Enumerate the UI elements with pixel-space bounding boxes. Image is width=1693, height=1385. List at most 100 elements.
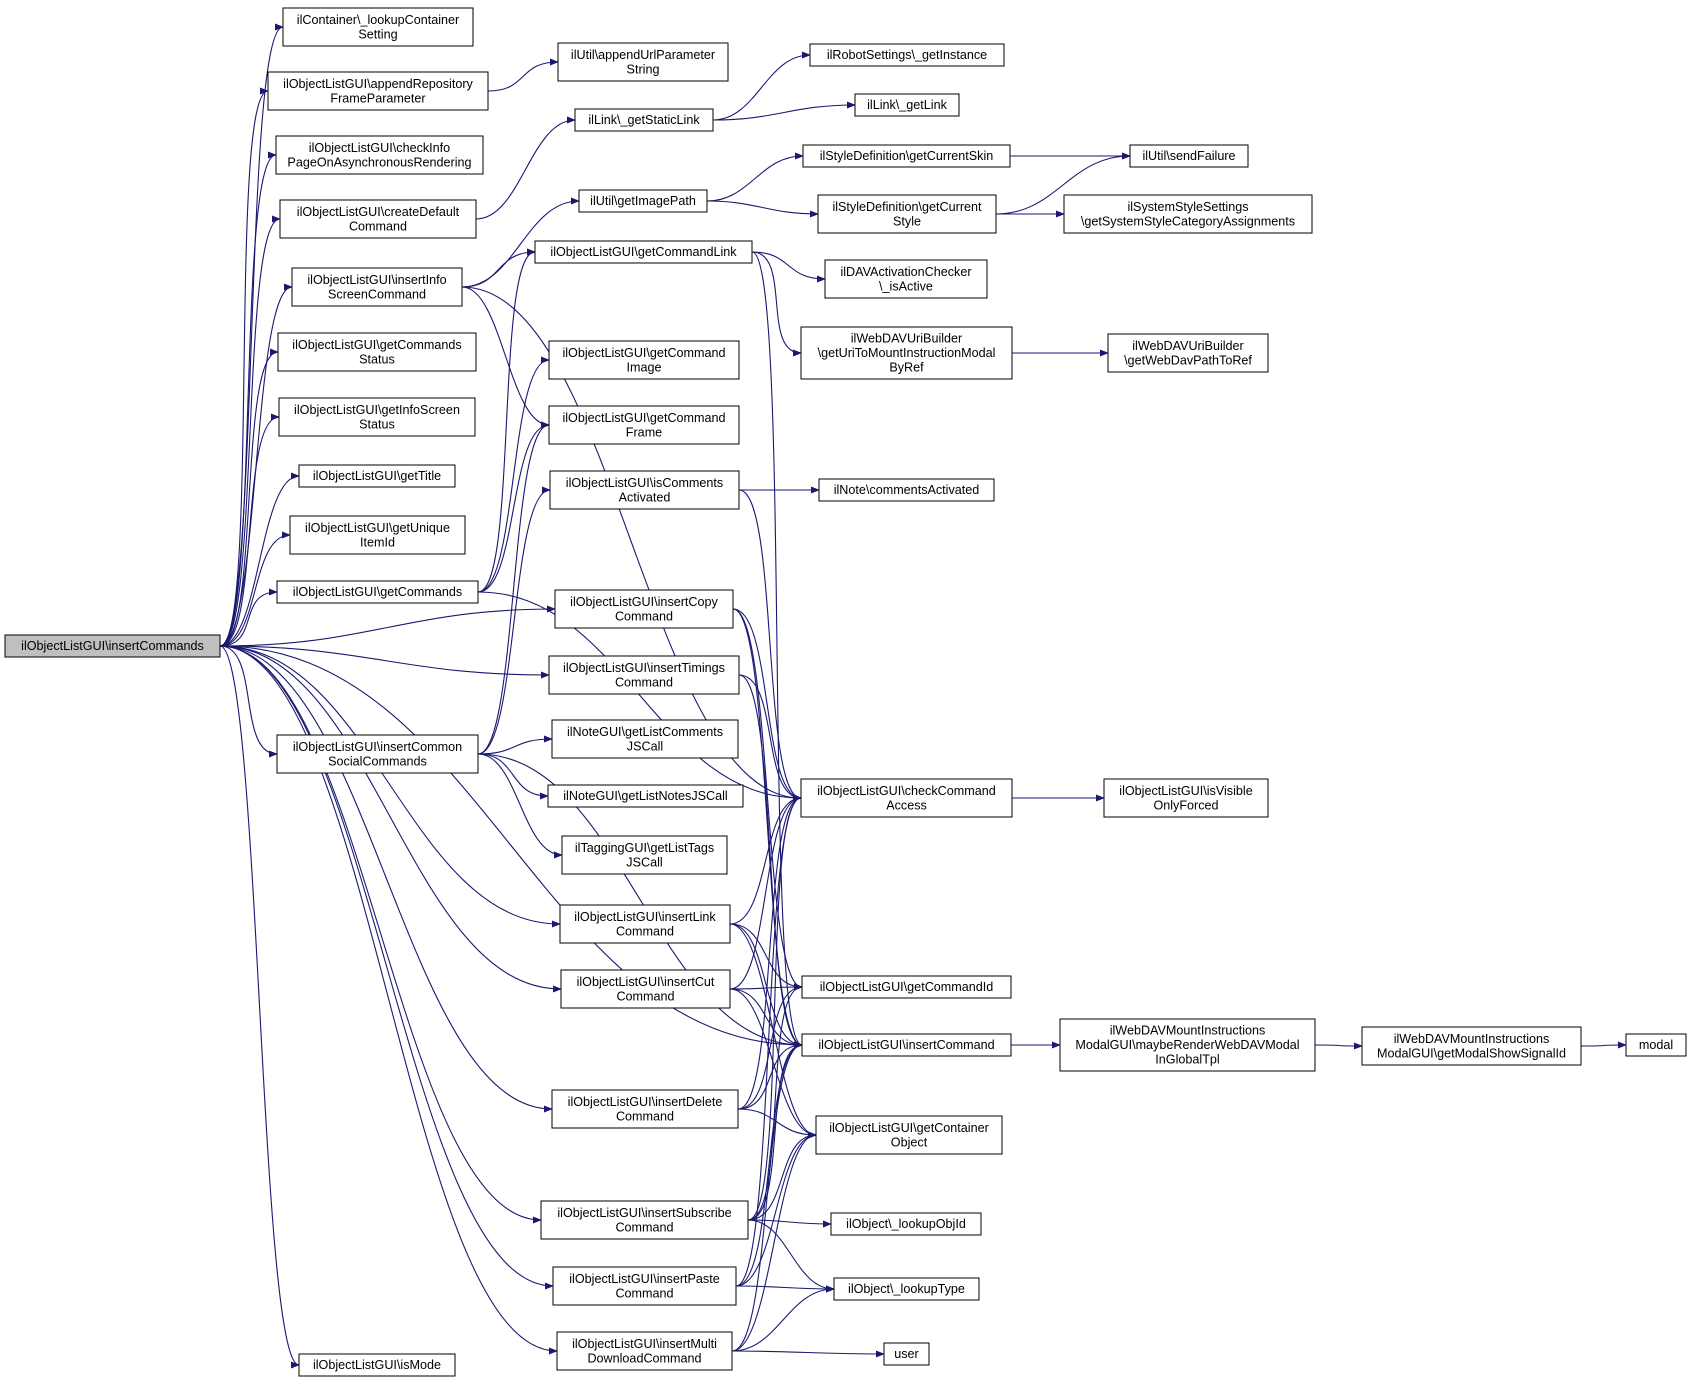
node-box: [824, 259, 988, 299]
node-box: [552, 1266, 737, 1306]
call-edge: [477, 753, 563, 859]
function-node[interactable]: ilSystemStyleSettings\getSystemStyleCate…: [1063, 194, 1313, 234]
call-edge: [219, 413, 280, 647]
function-node[interactable]: ilObjectListGUI\insertCommand: [801, 1033, 1012, 1057]
call-edge: [1580, 1041, 1627, 1049]
node-label: ilNoteGUI\getListComments: [567, 725, 723, 739]
node-box: [1361, 1026, 1582, 1066]
node-box: [548, 405, 740, 445]
function-node[interactable]: ilObjectListGUI\insertMultiDownloadComma…: [556, 1331, 733, 1371]
call-edge: [219, 605, 556, 647]
function-node[interactable]: modal: [1625, 1033, 1687, 1057]
function-node[interactable]: ilDAVActivationChecker\_isActive: [824, 259, 988, 299]
node-box: [549, 470, 740, 510]
node-label: JSCall: [626, 855, 662, 869]
node-label: FrameParameter: [330, 91, 425, 105]
call-edge: [219, 645, 553, 1113]
node-label: ilObjectListGUI\getUnique: [305, 521, 450, 535]
call-edge: [477, 356, 550, 593]
call-edge: [219, 151, 277, 647]
function-node[interactable]: ilUtil\getImagePath: [578, 189, 708, 213]
call-edge: [487, 58, 559, 92]
call-edge: [731, 1285, 835, 1352]
call-edge: [737, 794, 802, 1110]
node-label: ilUtil\getImagePath: [590, 194, 696, 208]
root-node[interactable]: ilObjectListGUI\insertCommands: [4, 634, 221, 658]
function-node[interactable]: ilObject\_lookupType: [833, 1277, 980, 1301]
node-label: ilStyleDefinition\getCurrent: [832, 200, 982, 214]
function-node[interactable]: ilWebDAVMountInstructionsModalGUI\getMod…: [1361, 1026, 1582, 1066]
node-box: [548, 655, 740, 695]
call-edge: [729, 983, 803, 991]
node-label: ilSystemStyleSettings: [1127, 200, 1248, 214]
function-node[interactable]: ilObjectListGUI\getTitle: [298, 464, 456, 488]
node-label: Command: [616, 1109, 674, 1123]
function-node[interactable]: ilObjectListGUI\getCommandId: [801, 975, 1012, 999]
call-edge: [706, 200, 819, 218]
node-label: ilObjectListGUI\getCommandId: [820, 980, 994, 994]
node-label: user: [894, 1347, 919, 1361]
call-edge: [747, 983, 803, 1221]
function-node[interactable]: ilObject\_lookupObjId: [830, 1212, 982, 1236]
function-node[interactable]: ilWebDAVMountInstructionsModalGUI\maybeR…: [1059, 1018, 1316, 1072]
node-box: [275, 135, 484, 175]
node-label: OnlyForced: [1153, 798, 1218, 812]
node-label: Status: [359, 417, 395, 431]
call-edge: [731, 1131, 817, 1352]
node-box: [854, 93, 960, 117]
function-node[interactable]: ilObjectListGUI\insertCommonSocialComman…: [276, 734, 479, 774]
node-label: ilDAVActivationChecker: [840, 265, 971, 279]
call-edge: [477, 421, 550, 755]
node-label: Status: [359, 352, 395, 366]
function-node[interactable]: ilObjectListGUI\getCommands: [276, 580, 479, 604]
function-node[interactable]: ilRobotSettings\_getInstance: [809, 43, 1005, 67]
node-box: [560, 969, 731, 1009]
call-edge: [738, 489, 802, 802]
function-node[interactable]: ilWebDAVUriBuilder\getWebDavPathToRef: [1107, 333, 1269, 373]
call-edge: [735, 1131, 817, 1287]
node-box: [548, 340, 740, 380]
function-node[interactable]: ilWebDAVUriBuilder\getUriToMountInstruct…: [800, 326, 1013, 380]
node-label: ilObjectListGUI\checkCommand: [817, 784, 995, 798]
function-node[interactable]: ilObjectListGUI\appendRepositoryFramePar…: [267, 71, 489, 111]
node-box: [815, 1115, 1003, 1155]
call-edge: [477, 421, 550, 593]
function-node[interactable]: ilObjectListGUI\checkInfoPageOnAsynchron…: [275, 135, 484, 175]
function-node[interactable]: ilObjectListGUI\isMode: [298, 1353, 456, 1377]
node-box: [1129, 144, 1249, 168]
function-node[interactable]: user: [883, 1342, 930, 1366]
function-node[interactable]: ilUtil\sendFailure: [1129, 144, 1249, 168]
function-node[interactable]: ilStyleDefinition\getCurrentSkin: [802, 144, 1011, 168]
function-node[interactable]: ilObjectListGUI\getCommandLink: [534, 240, 753, 264]
function-node[interactable]: ilLink\_getStaticLink: [574, 108, 714, 132]
function-node[interactable]: ilNote\commentsActivated: [818, 478, 995, 502]
function-node[interactable]: ilLink\_getLink: [854, 93, 960, 117]
function-node[interactable]: ilNoteGUI\getListNotesJSCall: [547, 784, 744, 808]
node-label: Command: [615, 609, 673, 623]
node-label: ilObjectListGUI\checkInfo: [309, 141, 450, 155]
node-label: ilObjectListGUI\createDefault: [297, 205, 460, 219]
